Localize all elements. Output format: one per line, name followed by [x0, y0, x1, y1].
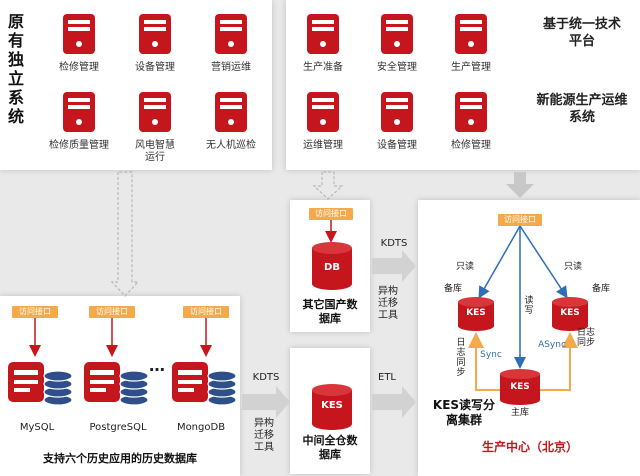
warehouse-kes-cylinder-icon: [312, 384, 352, 430]
readwrite-label: 读写: [524, 296, 534, 316]
other-db-cylinder-icon: [312, 242, 352, 290]
access-interface-tag: 访问接口: [183, 306, 229, 318]
standby-left-label: 备库: [443, 284, 462, 294]
dashed-arrow-legacy: [110, 171, 140, 297]
legacy-systems-title: 原有独立系统: [7, 12, 24, 126]
arrow-kdts-bottom: [242, 386, 290, 418]
access-interface-tag: 访问接口: [12, 306, 58, 318]
system-label: 生产管理: [451, 62, 491, 73]
server-icon: [215, 92, 247, 132]
mongodb-db-stack-icon: [207, 370, 237, 406]
server-icon: [381, 92, 413, 132]
kdts-top-label: KDTS: [380, 238, 408, 249]
system-safety-mgmt: 安全管理: [362, 12, 432, 74]
server-icon: [139, 92, 171, 132]
system-label: 无人机巡检: [206, 140, 256, 151]
system-label: 安全管理: [377, 62, 417, 73]
access-interface-tag: 访问接口: [309, 208, 353, 220]
system-label: 检修质量管理: [49, 140, 109, 151]
ellipsis: …: [149, 356, 165, 375]
prod-center-title: 生产中心（北京）: [481, 440, 578, 454]
server-icon: [307, 14, 339, 54]
other-db-label: DB: [324, 262, 340, 273]
server-icon: [455, 14, 487, 54]
new-energy-system-title: 新能源生产运维系统: [536, 93, 628, 125]
log-sync-right-label: 日志同步: [576, 328, 595, 348]
arrow-unified-to-prod: [506, 172, 534, 198]
system-label: 设备管理: [377, 140, 417, 151]
standby-left-cylinder-icon: [458, 297, 494, 331]
system-marketing-ops: 营销运维: [196, 12, 266, 74]
mysql-db-stack-icon: [43, 370, 73, 406]
system-label: 营销运维: [211, 62, 251, 73]
server-icon: [455, 92, 487, 132]
log-sync-left-label: 日志同步: [456, 338, 466, 378]
system-label: 风电智慧运行: [135, 140, 175, 163]
system-maintenance-quality: 检修质量管理: [44, 90, 114, 152]
system-label: 运维管理: [303, 140, 343, 151]
migrate-bottom-label: 异构迁移工具: [254, 418, 274, 453]
server-icon: [215, 14, 247, 54]
server-icon: [307, 92, 339, 132]
access-interface-tag: 访问接口: [498, 214, 542, 226]
primary-kes-label: KES: [510, 382, 530, 392]
standby-right-label: 备库: [591, 284, 610, 294]
server-icon: [381, 14, 413, 54]
system-label: 生产准备: [303, 62, 343, 73]
standby-left-kes-label: KES: [466, 308, 486, 318]
server-icon: [63, 14, 95, 54]
system-wind-smart-ops: 风电智慧运行: [120, 90, 190, 164]
sync-label: Sync: [480, 350, 502, 360]
readonly-left-label: 只读: [455, 262, 474, 272]
warehouse-kes-label: KES: [321, 400, 343, 411]
system-repair-mgmt: 检修管理: [436, 90, 506, 152]
postgresql-label: PostgreSQL: [89, 422, 147, 433]
arrow-etl: [372, 386, 416, 418]
warehouse-caption: 中间全仓数据库: [302, 434, 358, 461]
access-interface-tag: 访问接口: [89, 306, 135, 318]
etl-label: ETL: [378, 372, 396, 383]
postgresql-db-stack-icon: [119, 370, 149, 406]
postgresql-doc-icon: [84, 362, 120, 402]
standby-right-cylinder-icon: [552, 297, 588, 331]
server-icon: [139, 14, 171, 54]
system-device-mgmt: 设备管理: [362, 90, 432, 152]
migrate-top-label: 异构迁移工具: [378, 286, 398, 321]
system-production-prep: 生产准备: [288, 12, 358, 74]
primary-label: 主库: [510, 408, 529, 418]
system-drone-inspection: 无人机巡检: [196, 90, 266, 152]
mysql-label: MySQL: [19, 422, 55, 433]
dashed-arrow-unified: [312, 171, 344, 200]
mysql-doc-icon: [8, 362, 44, 402]
standby-right-kes-label: KES: [560, 308, 580, 318]
primary-cylinder-icon: [500, 369, 540, 405]
mongodb-label: MongoDB: [176, 422, 226, 433]
system-label: 检修管理: [59, 62, 99, 73]
async-label: ASync: [538, 340, 566, 350]
system-maintenance-mgmt: 检修管理: [44, 12, 114, 74]
kdts-bottom-label: KDTS: [252, 372, 280, 383]
system-label: 检修管理: [451, 140, 491, 151]
system-equipment-mgmt: 设备管理: [120, 12, 190, 74]
system-label: 设备管理: [135, 62, 175, 73]
readonly-right-label: 只读: [563, 262, 582, 272]
arrow-kdts-top: [372, 250, 416, 282]
system-production-mgmt: 生产管理: [436, 12, 506, 74]
system-ops-mgmt: 运维管理: [288, 90, 358, 152]
cluster-caption: KES读写分离集群: [432, 398, 496, 427]
unified-platform-title: 基于统一技术平台: [542, 17, 621, 49]
other-db-caption: 其它国产数据库: [302, 298, 358, 325]
production-center-panel: [418, 200, 640, 476]
mongodb-doc-icon: [172, 362, 208, 402]
legacy-db-caption: 支持六个历史应用的历史数据库: [43, 452, 197, 465]
server-icon: [63, 92, 95, 132]
